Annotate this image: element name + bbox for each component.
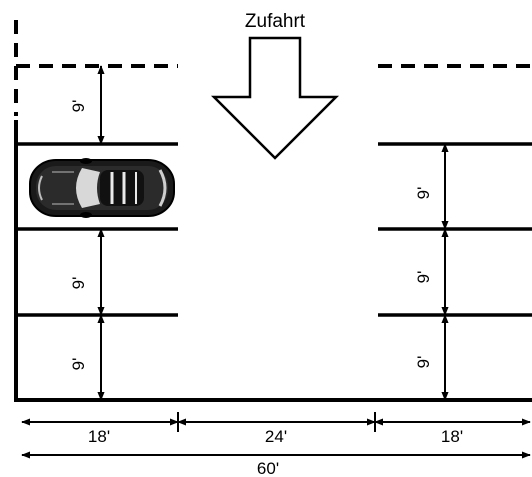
left-stall-dim-2: 9'	[69, 277, 88, 290]
left-stall-dim-3: 9'	[69, 358, 88, 371]
left-stall-dim-1: 9'	[69, 100, 88, 113]
right-stall-dim-2: 9'	[414, 271, 433, 284]
right-stall-dim-1: 9'	[414, 187, 433, 200]
left-row-width: 18'	[88, 427, 110, 446]
down-arrow-icon	[210, 36, 340, 160]
right-row-width: 18'	[441, 427, 463, 446]
aisle-width: 24'	[265, 427, 287, 446]
entrance-label: Zufahrt	[245, 11, 306, 32]
total-width: 60'	[257, 459, 279, 477]
dashed-boundary	[14, 20, 532, 116]
width-dimensions	[21, 412, 531, 459]
car-top-view-icon	[29, 158, 175, 218]
right-stall-dim-3: 9'	[414, 356, 433, 369]
